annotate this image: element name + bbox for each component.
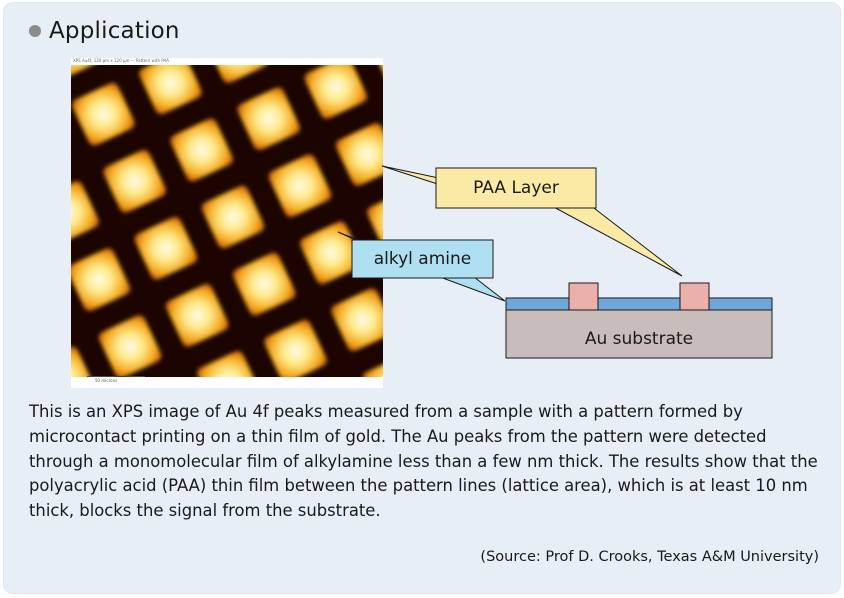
xps-image: XPS Au4f, 120 µm x 120 µm — Pattern with… bbox=[71, 58, 383, 388]
xps-pattern-square bbox=[72, 82, 135, 146]
xps-image-caption: XPS Au4f, 120 µm x 120 µm — Pattern with… bbox=[73, 58, 170, 63]
xps-pattern-square bbox=[362, 355, 383, 377]
xps-pattern-square bbox=[206, 65, 269, 83]
xps-pattern-square bbox=[201, 185, 265, 249]
xps-pattern-square bbox=[335, 123, 383, 186]
xps-pattern-square bbox=[304, 65, 368, 119]
paa-block bbox=[679, 282, 710, 311]
source-citation: (Source: Prof D. Crooks, Texas A&M Unive… bbox=[480, 549, 819, 565]
xps-pattern-square bbox=[268, 154, 332, 217]
au-substrate bbox=[505, 309, 773, 359]
xps-pattern-square bbox=[165, 284, 229, 347]
xps-pattern-square bbox=[367, 190, 383, 253]
xps-pattern-square bbox=[98, 315, 162, 377]
xps-pattern-square bbox=[197, 351, 260, 377]
xps-map bbox=[71, 65, 383, 377]
xps-pattern-square bbox=[71, 248, 131, 311]
xps-pattern-square bbox=[300, 221, 363, 285]
xps-pattern-square bbox=[233, 252, 296, 316]
xps-pattern-square bbox=[71, 181, 99, 244]
scale-bar bbox=[87, 376, 145, 377]
paa-callout-box bbox=[435, 167, 597, 209]
xps-pattern-square bbox=[264, 319, 327, 377]
alkyl-amine-label: alkyl amine bbox=[373, 249, 472, 269]
alkyl-amine-film bbox=[505, 297, 773, 311]
section-heading: Application bbox=[29, 18, 180, 44]
xps-pattern-square bbox=[170, 118, 233, 182]
au-substrate-label: Au substrate bbox=[584, 329, 694, 349]
xps-pattern-square bbox=[103, 149, 166, 213]
scale-label: 50 microns bbox=[95, 378, 118, 383]
xps-pattern-square bbox=[71, 346, 95, 377]
paa-layer-label: PAA Layer bbox=[473, 178, 559, 198]
section-title: Application bbox=[49, 18, 180, 44]
xps-pattern-square bbox=[134, 217, 198, 280]
description-text: This is an XPS image of Au 4f peaks meas… bbox=[29, 402, 818, 521]
xps-pattern-square bbox=[237, 87, 301, 150]
amine-callout-box bbox=[351, 239, 494, 279]
xps-pattern-square bbox=[331, 288, 383, 352]
xps-pattern-square bbox=[139, 65, 202, 115]
paa-block bbox=[568, 282, 599, 311]
bullet-icon bbox=[29, 25, 41, 37]
